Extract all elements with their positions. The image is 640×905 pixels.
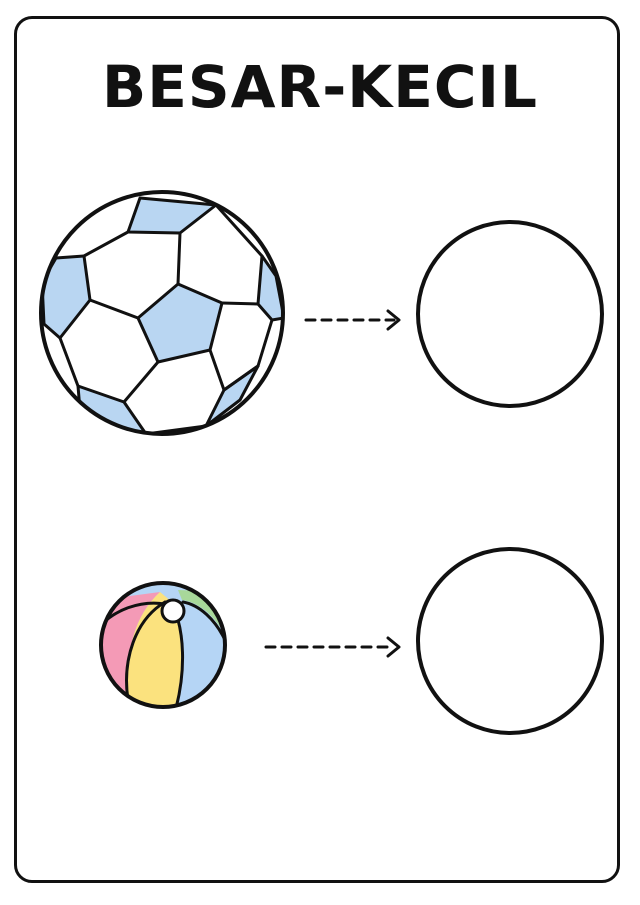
answer-circle-bottom[interactable] xyxy=(416,547,604,735)
worksheet-title: BESAR-KECIL xyxy=(102,53,538,121)
dashed-arrow-icon xyxy=(264,636,401,658)
soccer-ball-outline xyxy=(39,190,285,436)
answer-circle-top[interactable] xyxy=(416,220,604,408)
beach-ball-icon xyxy=(99,581,227,709)
dashed-arrow-icon xyxy=(304,309,401,331)
worksheet-frame xyxy=(14,16,620,883)
soccer-ball-icon xyxy=(41,192,283,434)
